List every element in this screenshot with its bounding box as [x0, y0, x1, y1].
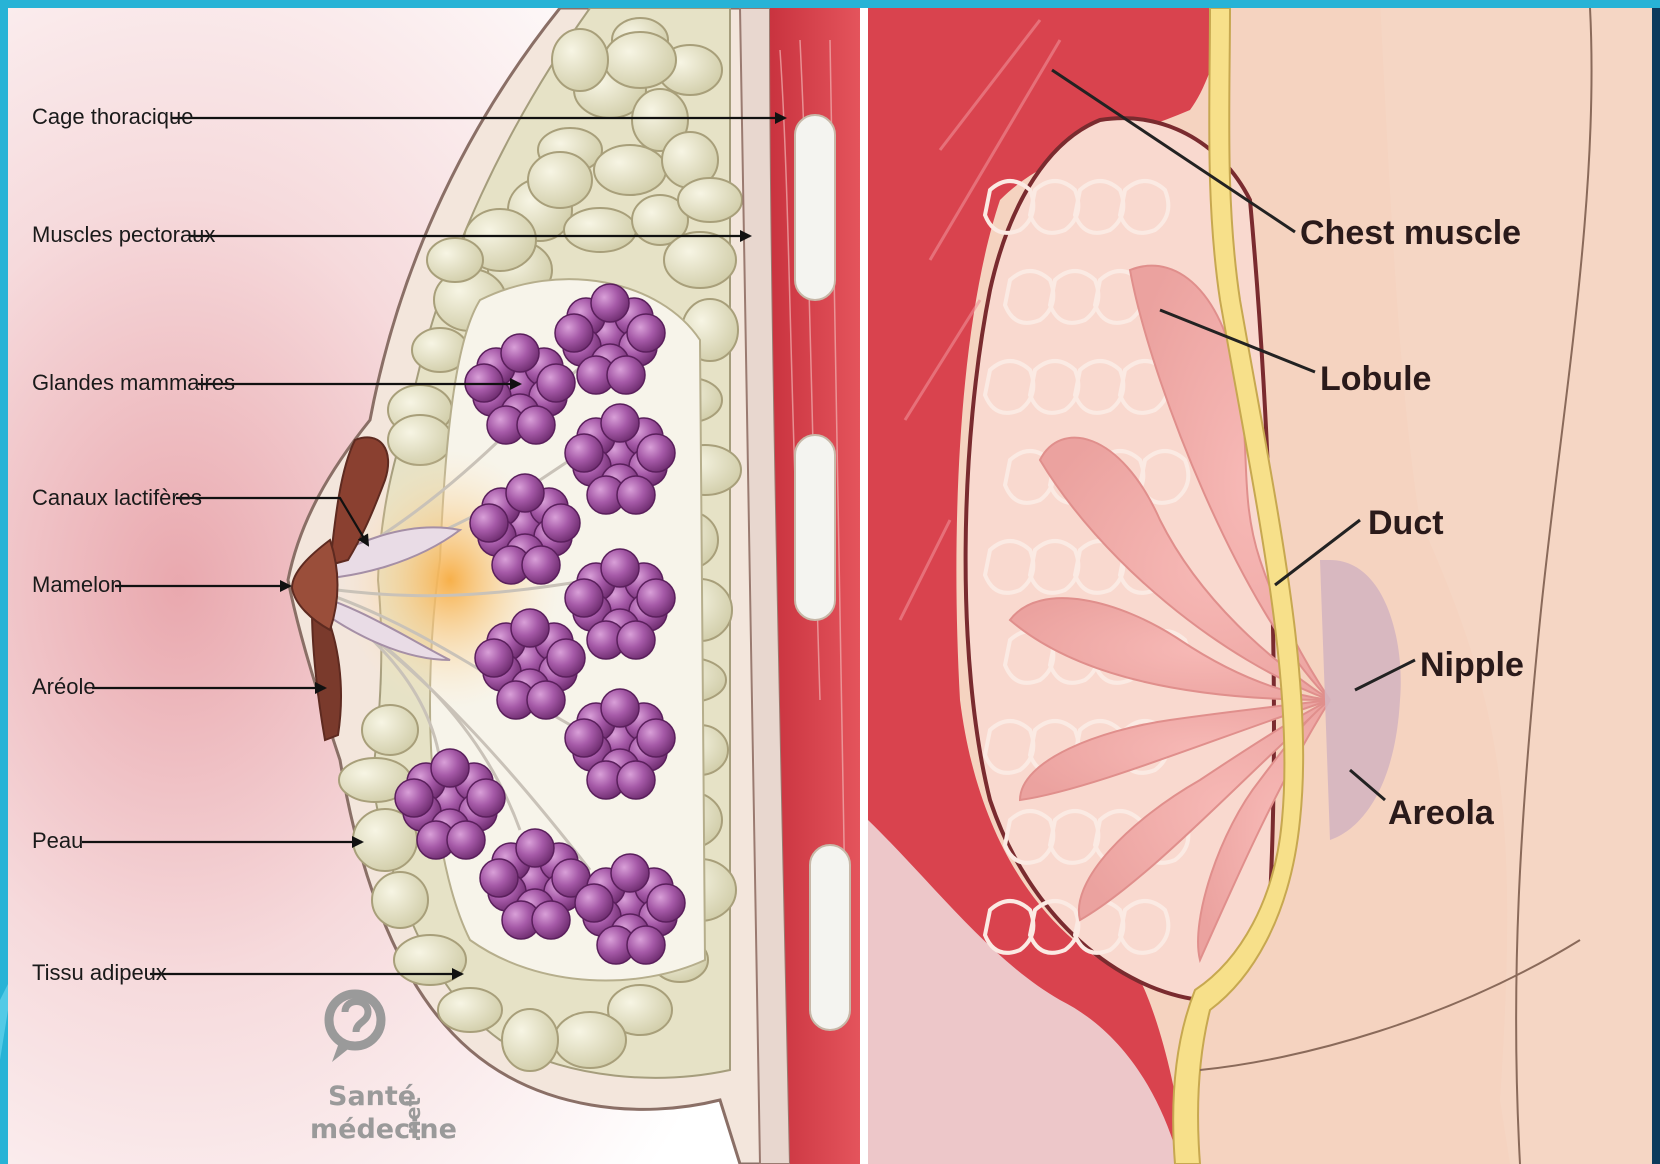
- fat-cell: [528, 152, 592, 208]
- label-chest-muscle: Chest muscle: [1300, 214, 1521, 252]
- label-cage-thoracique: Cage thoracique: [32, 104, 193, 129]
- fat-cell: [502, 1009, 558, 1071]
- label-lobule: Lobule: [1320, 360, 1431, 398]
- watermark-suffix: .net: [401, 1097, 425, 1142]
- fat-cell: [427, 238, 483, 282]
- fat-cell: [678, 178, 742, 222]
- label-glandes-mammaires: Glandes mammaires: [32, 370, 235, 395]
- fat-cell: [552, 29, 608, 91]
- fat-cell: [438, 988, 502, 1032]
- watermark-line2: médecine: [310, 1114, 457, 1145]
- fat-cell: [664, 232, 736, 288]
- right-panel: Chest muscle Lobule Duct Nipple Areola: [868, 0, 1660, 1164]
- fat-cell: [594, 145, 666, 195]
- label-canaux-lactiferes: Canaux lactifères: [32, 485, 202, 510]
- label-duct: Duct: [1368, 504, 1444, 542]
- fat-cell: [362, 705, 418, 755]
- left-panel: Cage thoracique Muscles pectoraux Glande…: [8, 8, 860, 1164]
- label-muscles-pectoraux: Muscles pectoraux: [32, 222, 215, 247]
- top-frame-bar: [0, 0, 1660, 8]
- label-mamelon: Mamelon: [32, 572, 122, 597]
- label-peau: Peau: [32, 828, 83, 853]
- panel-divider: [860, 8, 868, 1164]
- label-nipple: Nipple: [1420, 646, 1524, 684]
- label-areole: Aréole: [32, 674, 96, 699]
- fat-cell: [394, 935, 466, 985]
- label-areola: Areola: [1388, 794, 1495, 832]
- fat-cell: [554, 1012, 626, 1068]
- label-tissu-adipeux: Tissu adipeux: [32, 960, 167, 985]
- fat-cell: [564, 208, 636, 252]
- fat-cell: [604, 32, 676, 88]
- fat-cell: [372, 872, 428, 928]
